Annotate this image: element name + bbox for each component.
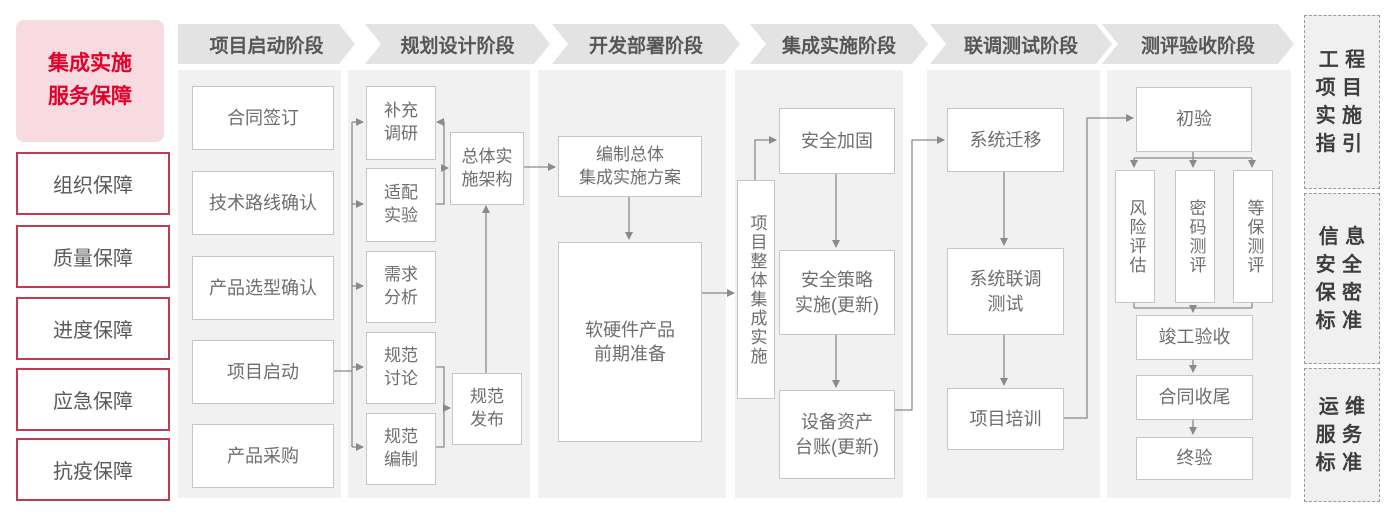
- panel-phase-6: [1107, 70, 1291, 498]
- reference-om-service-standard: 运维 服务 标准: [1304, 368, 1380, 502]
- phase-header-evaluation-acceptance: 测评验收阶段: [1102, 24, 1294, 64]
- sidebar-title: 集成实施 服务保障: [16, 20, 164, 142]
- sidebar-item-organization: 组织保障: [16, 152, 170, 215]
- phase-header-kickoff: 项目启动阶段: [178, 24, 355, 64]
- phase-header-planning-design: 规划设计阶段: [365, 24, 550, 64]
- sidebar-item-epidemic: 抗疫保障: [16, 438, 170, 501]
- panel-phase-4: [735, 70, 903, 498]
- panel-phase-2: [348, 70, 530, 498]
- reference-project-implementation-guide: 工程 项目 实施 指引: [1304, 15, 1380, 189]
- sidebar-item-emergency: 应急保障: [16, 368, 170, 431]
- phase-header-development-deployment: 开发部署阶段: [552, 24, 740, 64]
- panel-phase-1: [178, 70, 341, 498]
- sidebar-item-quality: 质量保障: [16, 225, 170, 288]
- panel-phase-5: [927, 70, 1100, 498]
- reference-infosec-confidentiality-standard: 信息 安全 保密 标准: [1304, 193, 1380, 364]
- panel-phase-3: [538, 70, 726, 498]
- phase-header-integration-implementation: 集成实施阶段: [750, 24, 928, 64]
- phase-header-joint-testing: 联调测试阶段: [930, 24, 1112, 64]
- sidebar-item-schedule: 进度保障: [16, 297, 170, 360]
